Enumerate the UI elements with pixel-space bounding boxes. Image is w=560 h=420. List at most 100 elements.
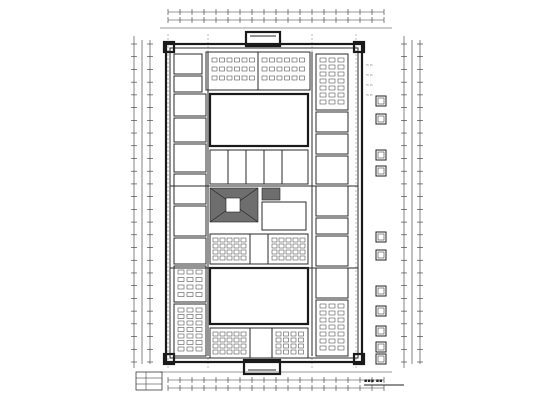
bottom-seat: [275, 337, 282, 343]
bottom-seat: [290, 331, 297, 337]
left-dimension-ticks: [131, 43, 153, 363]
right-seat: [319, 317, 327, 323]
mid-seat: [278, 249, 285, 255]
top-seat: [219, 66, 225, 72]
left-seat: [195, 320, 203, 326]
bottom-seat: [290, 349, 297, 355]
right-room-8: [315, 267, 349, 299]
mid-seat: [212, 243, 219, 249]
bottom-dimension-ticks: [167, 377, 385, 391]
top-dimension-ticks: [167, 9, 385, 23]
side-box-inner-1: [377, 97, 385, 105]
right-seat: [328, 78, 336, 84]
upper-courtyard: [208, 92, 310, 148]
left-seat: [195, 307, 203, 313]
top-seat: [241, 75, 248, 81]
bottom-seat: [290, 337, 297, 343]
bottom-seat: [275, 331, 282, 337]
bottom-seat: [233, 331, 240, 337]
right-seat: [337, 345, 345, 351]
left-wing: [173, 53, 207, 357]
bottom-seat: [212, 343, 219, 349]
right-seat: [337, 57, 345, 63]
top-seat: [249, 75, 255, 81]
top-seat: [261, 75, 268, 81]
bottom-seat: [219, 337, 226, 343]
left-room-7: [173, 205, 207, 237]
right-seat: [337, 78, 345, 84]
title-block-frame: [135, 371, 163, 391]
mid-seat: [219, 255, 226, 261]
left-room-1: [173, 53, 203, 75]
side-box-inner-9: [377, 327, 385, 335]
right-seat: [319, 303, 327, 309]
bottom-seat: [275, 343, 282, 349]
mid-seat: [240, 243, 247, 249]
mid-seat: [240, 249, 247, 255]
right-seat: [328, 338, 336, 344]
right-room-1: [315, 53, 349, 111]
right-seat: [328, 310, 336, 316]
bottom-seat: [283, 349, 289, 355]
left-seat: [195, 333, 203, 339]
right-seat: [337, 85, 345, 91]
mid-seat: [271, 237, 278, 243]
right-room-9: [315, 299, 349, 357]
bottom-seat: [233, 349, 240, 355]
mid-seat: [285, 249, 292, 255]
bottom-seat: [219, 343, 226, 349]
left-seat: [195, 346, 203, 352]
left-seat: [177, 320, 185, 326]
right-seat: [319, 78, 327, 84]
bottom-classrooms: [209, 327, 309, 359]
middle-lower-block: [209, 233, 309, 265]
left-seat: [186, 340, 194, 345]
top-seat: [269, 57, 275, 63]
top-seat: [226, 66, 233, 72]
left-room-9: [173, 265, 207, 303]
bottom-seat: [240, 331, 247, 337]
mid-seat: [299, 249, 306, 255]
mid-seat: [226, 243, 233, 249]
left-seat: [177, 333, 185, 339]
top-seat: [241, 66, 248, 72]
right-seat: [319, 92, 327, 98]
lower-courtyard: [208, 266, 310, 326]
right-room-3: [315, 133, 349, 155]
bottom-seat: [226, 343, 233, 349]
bottom-seat: [212, 349, 219, 355]
right-room-4: [315, 155, 349, 185]
left-seat: [195, 327, 203, 332]
left-seat: [186, 314, 194, 319]
left-seat: [177, 269, 185, 275]
mid-seat: [226, 237, 233, 243]
right-wing: [315, 53, 349, 357]
bottom-seat: [233, 337, 240, 343]
left-room-6: [173, 173, 207, 205]
left-room-10: [173, 303, 207, 357]
top-classrooms: [205, 51, 311, 91]
mid-seat: [212, 237, 219, 243]
bottom-seat: [298, 337, 304, 343]
right-seat: [328, 57, 336, 63]
bottom-entrance: [242, 358, 282, 376]
right-seat: [328, 64, 336, 70]
left-seat: [195, 269, 203, 275]
top-dimension-group: [160, 9, 392, 29]
bottom-seat: [240, 349, 247, 355]
top-seat: [234, 66, 240, 72]
right-seat: [337, 331, 345, 337]
mid-seat: [233, 249, 240, 255]
right-mark-4: ▭ ▭: [366, 93, 373, 97]
right-room-2: [315, 111, 349, 133]
right-seat: [319, 64, 327, 70]
top-seat: [284, 57, 290, 63]
core-void: [225, 197, 241, 213]
right-seat: [328, 92, 336, 98]
bottom-classroom-seats: [212, 331, 304, 355]
side-box-inner-6: [377, 251, 385, 259]
outer-walls: [162, 30, 366, 376]
right-seat: [337, 324, 345, 330]
bottom-seat: [275, 349, 282, 355]
outer-wall: [164, 42, 364, 364]
